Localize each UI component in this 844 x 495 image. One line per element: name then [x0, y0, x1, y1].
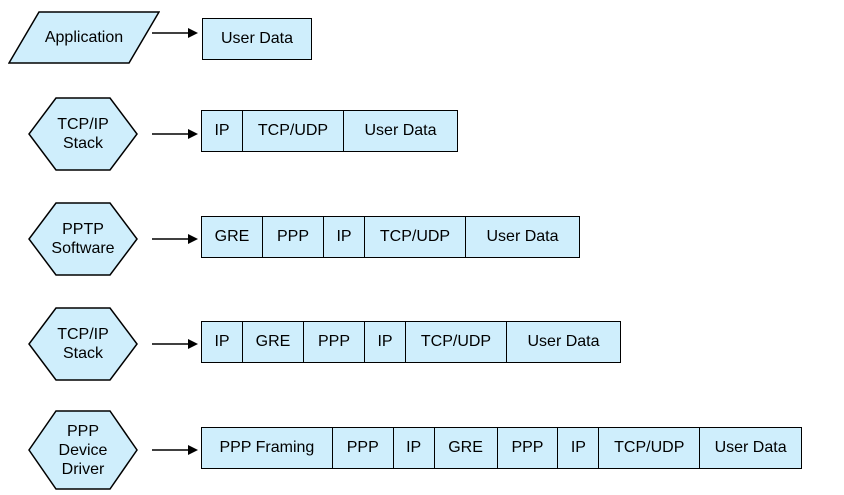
packet-field-tcp-udp: TCP/UDP: [365, 217, 466, 257]
stage-shape-ppp-device-driver: PPP Device Driver: [28, 410, 138, 490]
stage-label-tcpip-stack-2: TCP/IP Stack: [57, 326, 109, 362]
packet-field-user-data: User Data: [203, 19, 311, 59]
packet-pptp-software: GRE PPP IP TCP/UDP User Data: [201, 216, 580, 258]
stage-label-ppp-device-driver: PPP Device Driver: [58, 422, 108, 478]
stage-shape-application: Application: [8, 11, 160, 64]
arrow-icon-ppp-device-driver: [152, 445, 198, 455]
packet-field-ppp: PPP: [304, 322, 365, 362]
packet-field-ip: IP: [202, 111, 243, 151]
packet-field-user-data: User Data: [700, 428, 802, 468]
arrow-icon-application: [152, 28, 198, 38]
stage-shape-pptp-software: PPTP Software: [28, 202, 138, 276]
hexagon-icon: [28, 97, 138, 171]
packet-field-ip: IP: [324, 217, 365, 257]
packet-application: User Data: [202, 18, 312, 60]
packet-field-tcp-udp: TCP/UDP: [599, 428, 701, 468]
stage-label-tcpip-stack-1: TCP/IP Stack: [57, 116, 109, 152]
packet-field-ppp-framing: PPP Framing: [202, 428, 333, 468]
arrow-icon-tcpip-stack-1: [152, 129, 198, 139]
packet-tcpip-stack-1: IP TCP/UDP User Data: [201, 110, 458, 152]
packet-field-gre: GRE: [434, 428, 498, 468]
packet-field-ip-inner: IP: [365, 322, 406, 362]
packet-field-user-data: User Data: [507, 322, 620, 362]
stage-label-application: Application: [44, 29, 124, 46]
parallelogram-icon: [8, 11, 160, 64]
packet-field-tcp-udp: TCP/UDP: [243, 111, 344, 151]
packet-tcpip-stack-2: IP GRE PPP IP TCP/UDP User Data: [201, 321, 621, 363]
stage-label-pptp-software: PPTP Software: [51, 221, 115, 257]
stage-shape-tcpip-stack-2: TCP/IP Stack: [28, 307, 138, 381]
packet-field-ppp-outer: PPP: [332, 428, 394, 468]
arrow-icon-pptp-software: [152, 234, 198, 244]
packet-field-tcp-udp: TCP/UDP: [406, 322, 507, 362]
packet-field-ip-inner: IP: [558, 428, 600, 468]
packet-field-user-data: User Data: [466, 217, 579, 257]
arrow-icon-tcpip-stack-2: [152, 339, 198, 349]
stage-shape-tcpip-stack-1: TCP/IP Stack: [28, 97, 138, 171]
hexagon-icon: [28, 307, 138, 381]
packet-field-ppp: PPP: [263, 217, 324, 257]
packet-field-ppp-inner: PPP: [497, 428, 559, 468]
packet-field-gre: GRE: [243, 322, 304, 362]
packet-ppp-device-driver: PPP Framing PPP IP GRE PPP IP TCP/UDP Us…: [201, 427, 802, 469]
packet-field-ip-outer: IP: [393, 428, 435, 468]
packet-field-gre: GRE: [202, 217, 263, 257]
packet-field-user-data: User Data: [344, 111, 457, 151]
hexagon-icon: [28, 202, 138, 276]
hexagon-icon: [28, 410, 138, 490]
packet-field-ip-outer: IP: [202, 322, 243, 362]
